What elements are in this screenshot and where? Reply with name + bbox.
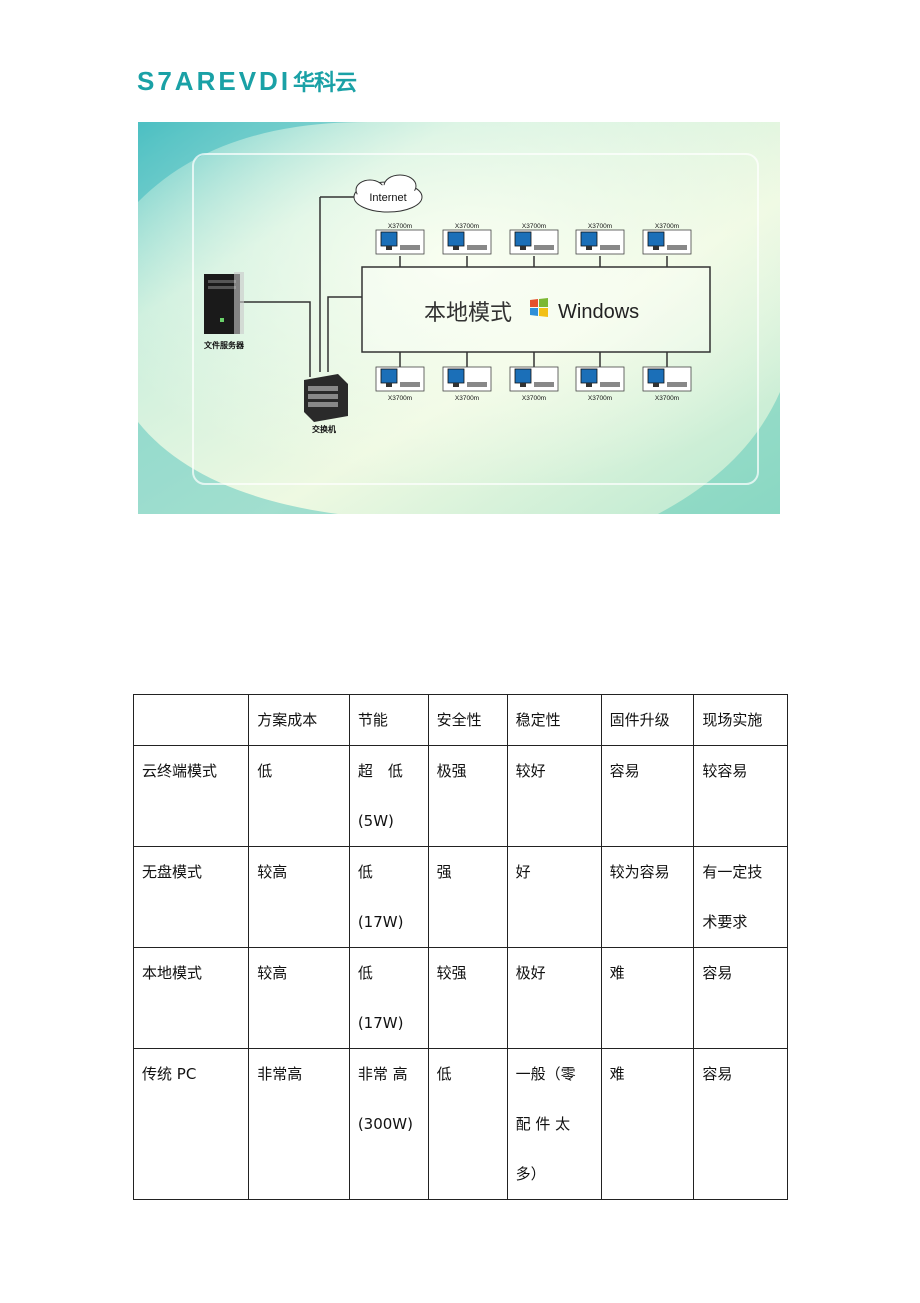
table-cell: 云终端模式 [132,745,250,847]
bottom-terminals: X3700m X3700m X3700m X3700 [375,366,692,402]
network-diagram: Internet 本地模式 Windows [138,122,780,514]
logo-latin-text: S7AREVDI [137,65,292,96]
table-row: 云终端模式 低 超 低 (5W) 极强 较好 容易 较容易 [132,745,788,847]
windows-logo-icon [530,298,548,317]
header-cell [132,694,250,746]
switch-label: 交换机 [312,424,336,434]
terminal-icon: X3700m [442,366,492,402]
terminal-label: X3700m [588,395,612,402]
internet-cloud-icon: Internet [353,174,423,213]
comparison-table: 方案成本 节能 安全性 稳定性 固件升级 现场实施 云终端模式 低 超 低 (5… [132,694,788,1200]
network-diagram-svg: Internet 本地模式 Windows [138,122,780,514]
header-cell: 稳定性 [506,694,602,746]
header-cell: 节能 [348,694,429,746]
table-cell: 较为容易 [600,846,695,948]
terminal-icon: X3700m [575,223,625,255]
table-cell: 本地模式 [132,947,250,1049]
table-cell: 低 (17W) [348,846,429,948]
table-cell: 较高 [248,846,350,948]
table-cell: 传统 PC [132,1048,250,1200]
terminal-icon: X3700m [642,223,692,255]
table-cell: 好 [506,846,602,948]
terminal-label: X3700m [588,223,612,230]
logo-chinese-text: 华科云 [293,70,357,95]
header-cell: 现场实施 [693,694,788,746]
terminal-label: X3700m [455,395,479,402]
table-row: 本地模式 较高 低 (17W) 较强 极好 难 容易 [132,947,788,1049]
terminal-icon: X3700m [509,223,559,255]
terminal-label: X3700m [655,395,679,402]
table-cell: 一般（零 配 件 太 多） [506,1048,602,1200]
table-cell: 超 低 (5W) [348,745,429,847]
terminal-icon: X3700m [642,366,692,402]
terminal-icon: X3700m [442,223,492,255]
table-cell: 较高 [248,947,350,1049]
table-row: 无盘模式 较高 低 (17W) 强 好 较为容易 有一定技 术要求 [132,846,788,948]
terminal-icon: X3700m [375,223,425,255]
internet-label: Internet [369,192,406,204]
terminal-label: X3700m [388,395,412,402]
table-header-row: 方案成本 节能 安全性 稳定性 固件升级 现场实施 [132,694,788,746]
file-server-icon [204,272,244,334]
terminal-icon: X3700m [575,366,625,402]
table-cell: 非常 高 (300W) [348,1048,429,1200]
table-cell: 较好 [506,745,602,847]
table-cell: 容易 [600,745,695,847]
terminal-label: X3700m [522,223,546,230]
terminal-label: X3700m [455,223,479,230]
table-cell: 低 [427,1048,508,1200]
table-cell: 低 (17W) [348,947,429,1049]
brand-logo: S7AREVDI 华科云 [137,65,357,96]
table-cell: 低 [248,745,350,847]
table-cell: 有一定技 术要求 [693,846,788,948]
header-cell: 安全性 [427,694,508,746]
table-cell: 无盘模式 [132,846,250,948]
table-row: 传统 PC 非常高 非常 高 (300W) 低 一般（零 配 件 太 多） 难 … [132,1048,788,1200]
header-cell: 固件升级 [600,694,695,746]
table-cell: 极好 [506,947,602,1049]
terminal-icon: X3700m [375,366,425,402]
terminal-label: X3700m [388,223,412,230]
table-cell: 较强 [427,947,508,1049]
table-cell: 极强 [427,745,508,847]
local-mode-label: 本地模式 [424,301,512,326]
top-terminals: X3700m X3700m X3700m X3700 [375,223,692,255]
terminal-icon: X3700m [509,366,559,402]
windows-label: Windows [558,301,639,323]
table-cell: 非常高 [248,1048,350,1200]
switch-icon [304,374,348,422]
table-cell: 强 [427,846,508,948]
table-cell: 较容易 [693,745,788,847]
terminal-label: X3700m [655,223,679,230]
table-cell: 难 [600,947,695,1049]
table-cell: 容易 [693,947,788,1049]
terminal-label: X3700m [522,395,546,402]
table-cell: 难 [600,1048,695,1200]
file-server-label: 文件服务器 [204,340,245,350]
table-cell: 容易 [693,1048,788,1200]
header-cell: 方案成本 [248,694,350,746]
